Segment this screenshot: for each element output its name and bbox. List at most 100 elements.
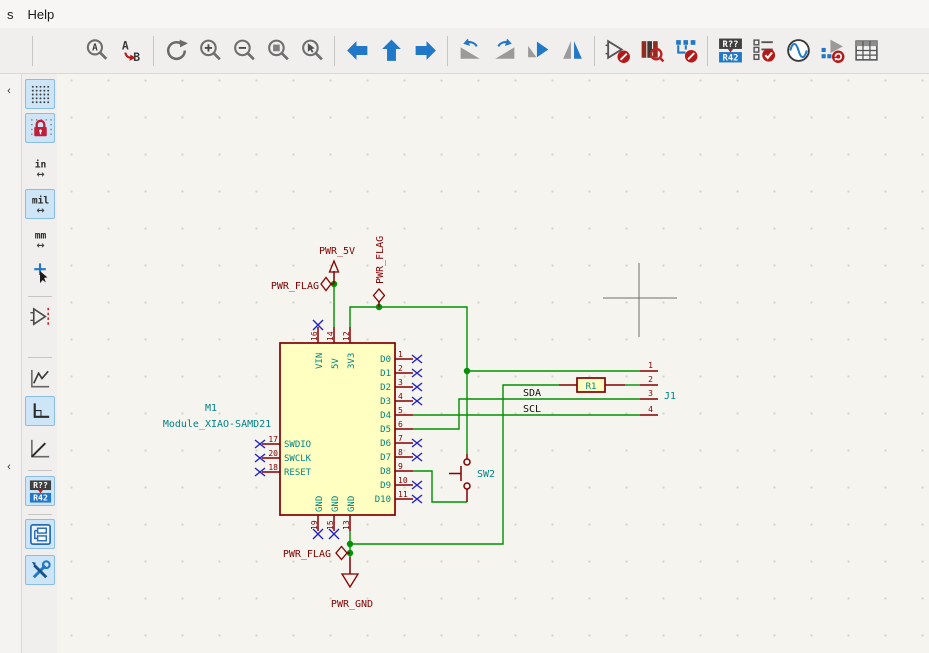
arrow-right-icon	[412, 37, 439, 64]
refresh-icon	[163, 37, 190, 64]
arrow-left-icon	[344, 37, 371, 64]
erc-checklist-icon	[751, 37, 778, 64]
refresh-view-button[interactable]	[159, 33, 193, 69]
annotate-icon: R?? R42	[717, 37, 744, 64]
sidebar-separator	[28, 470, 52, 471]
hierarchy-navigator-icon	[28, 522, 53, 547]
sidebar-separator	[28, 514, 52, 515]
zoom-to-fit-icon	[265, 37, 292, 64]
zoom-out-button[interactable]	[227, 33, 261, 69]
units-mils-button[interactable]: mil ↔	[25, 189, 55, 219]
svg-text:↔: ↔	[36, 203, 44, 217]
mirror-horizontally-button[interactable]	[555, 33, 589, 69]
footprint-editor-icon	[672, 37, 699, 64]
find-button[interactable]: A	[80, 33, 114, 69]
wire-45-degree-icon	[28, 436, 53, 461]
show-grid-button[interactable]	[25, 79, 55, 109]
crosshair-cursor-icon	[28, 261, 53, 286]
left-panel-strip: ‹ ‹	[0, 74, 22, 653]
svg-text:A: A	[92, 43, 98, 54]
wire-90-degree-icon	[28, 399, 53, 424]
hidden-pins-icon	[28, 305, 53, 330]
crosshair-cursor-button[interactable]	[25, 258, 55, 288]
find-replace-button[interactable]: A B	[114, 33, 148, 69]
rotate-ccw-button[interactable]	[453, 33, 487, 69]
rotate-cw-button[interactable]	[487, 33, 521, 69]
annotate-auto-icon: R?? R42	[28, 479, 53, 504]
annotate-button[interactable]: R?? R42	[713, 33, 747, 69]
menu-item-help[interactable]: Help	[21, 3, 62, 26]
navigate-up-hierarchy-button[interactable]	[374, 33, 408, 69]
toolbar-separator	[334, 36, 335, 66]
svg-text:↔: ↔	[36, 238, 44, 252]
grid-override-button[interactable]	[25, 113, 55, 143]
find-icon: A	[84, 37, 111, 64]
zoom-to-selection-button[interactable]	[295, 33, 329, 69]
units-mm-button[interactable]: mm ↔	[25, 224, 55, 254]
units-inches-button[interactable]: in ↔	[25, 153, 55, 183]
show-hidden-pins-button[interactable]	[25, 302, 55, 332]
svg-text:R42: R42	[722, 53, 738, 63]
grid-dots-icon	[28, 82, 53, 107]
units-in-icon: in ↔	[28, 156, 53, 181]
toolbar-separator	[594, 36, 595, 66]
annotate-auto-button[interactable]: R?? R42	[25, 476, 55, 506]
simulator-icon	[785, 37, 812, 64]
sidebar-separator	[28, 357, 52, 358]
left-toolbar: in ↔ mil ↔ mm ↔	[22, 74, 57, 653]
zoom-out-icon	[231, 37, 258, 64]
assign-footprints-icon	[819, 37, 846, 64]
wire-horiz-vert-button[interactable]	[25, 396, 55, 426]
mirror-vertically-icon	[525, 37, 552, 64]
assign-footprints-button[interactable]	[815, 33, 849, 69]
menu-bar: s Help	[0, 0, 929, 28]
svg-text:R??: R??	[722, 40, 738, 50]
wire-45-degree-button[interactable]	[25, 433, 55, 463]
properties-panel-button[interactable]	[25, 555, 55, 585]
units-mm-icon: mm ↔	[28, 227, 53, 252]
rotate-ccw-icon	[457, 37, 484, 64]
fields-table-icon	[853, 37, 880, 64]
menu-item-truncated[interactable]: s	[0, 3, 21, 26]
toolbar-separator	[707, 36, 708, 66]
arrow-up-icon	[378, 37, 405, 64]
svg-text:R42: R42	[33, 492, 48, 502]
zoom-to-selection-icon	[299, 37, 326, 64]
grid-lock-icon	[28, 116, 53, 141]
schematic-canvas[interactable]	[57, 74, 929, 653]
mirror-vertically-button[interactable]	[521, 33, 555, 69]
collapse-panel-chevron[interactable]: ‹	[1, 458, 17, 476]
wire-any-angle-icon	[28, 366, 53, 391]
svg-text:↔: ↔	[36, 167, 44, 181]
toolbar-separator	[32, 36, 33, 66]
sidebar-separator	[28, 296, 52, 297]
svg-text:B: B	[133, 50, 140, 64]
footprint-editor-button[interactable]	[668, 33, 702, 69]
symbol-fields-table-button[interactable]	[849, 33, 883, 69]
erc-button[interactable]	[747, 33, 781, 69]
collapse-panel-chevron[interactable]: ‹	[1, 82, 17, 100]
svg-text:A: A	[121, 38, 128, 52]
wrench-screwdriver-icon	[28, 558, 53, 583]
symbol-editor-button[interactable]	[600, 33, 634, 69]
svg-text:R??: R??	[33, 480, 48, 490]
library-browser-icon	[638, 37, 665, 64]
symbol-editor-icon	[604, 37, 631, 64]
top-toolbar: A A B	[0, 28, 929, 74]
units-mil-icon: mil ↔	[28, 192, 53, 217]
navigate-back-button[interactable]	[340, 33, 374, 69]
zoom-in-button[interactable]	[193, 33, 227, 69]
mirror-horizontally-icon	[559, 37, 586, 64]
toolbar-separator	[447, 36, 448, 66]
find-replace-icon: A B	[118, 37, 145, 64]
zoom-in-icon	[197, 37, 224, 64]
symbol-library-browser-button[interactable]	[634, 33, 668, 69]
wire-any-angle-button[interactable]	[25, 363, 55, 393]
simulator-button[interactable]	[781, 33, 815, 69]
hierarchy-navigator-button[interactable]	[25, 519, 55, 549]
zoom-to-fit-button[interactable]	[261, 33, 295, 69]
toolbar-separator	[153, 36, 154, 66]
rotate-cw-icon	[491, 37, 518, 64]
navigate-forward-button[interactable]	[408, 33, 442, 69]
